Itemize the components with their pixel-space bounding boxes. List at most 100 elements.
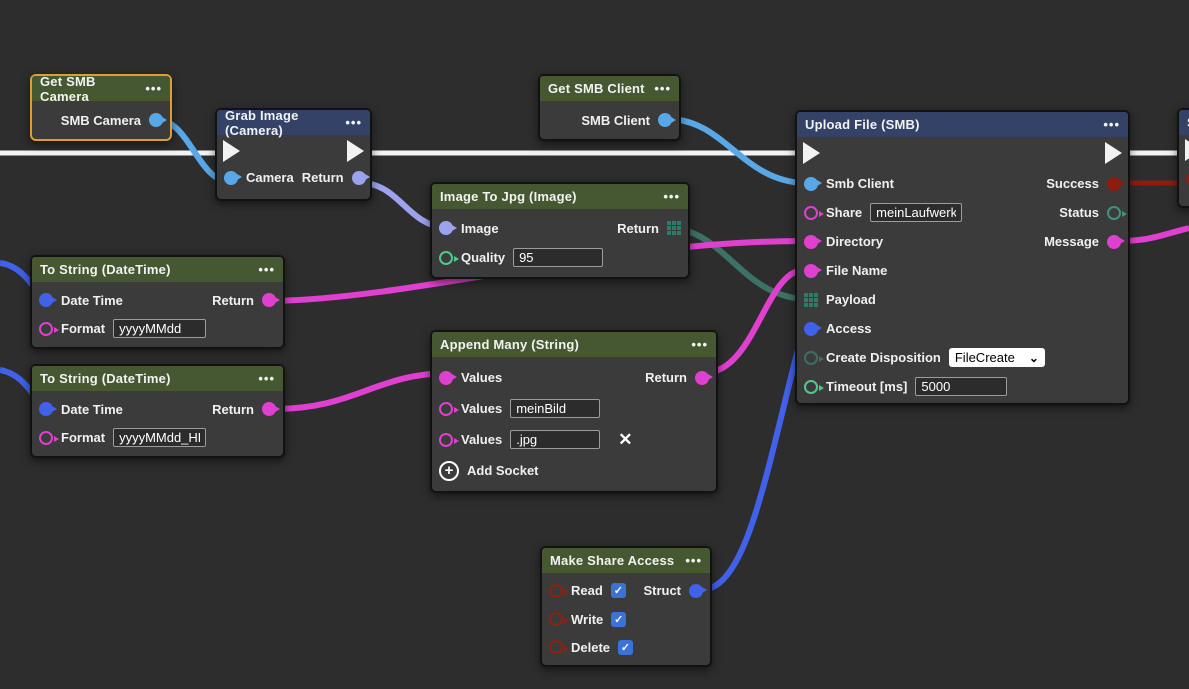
pin-struct-output[interactable] — [689, 583, 707, 598]
node-menu-icon[interactable]: ••• — [258, 262, 275, 277]
exec-in-pin[interactable] — [1185, 139, 1189, 161]
output-label-message: Message — [1044, 234, 1099, 249]
pin-format-input[interactable] — [39, 430, 59, 445]
exec-out-pin[interactable] — [1105, 142, 1122, 164]
pin-smb-camera-output[interactable] — [149, 113, 167, 127]
pin-values-input-3[interactable] — [439, 432, 459, 447]
node-header[interactable]: Make Share Access ••• — [542, 548, 710, 573]
input-label-access: Access — [826, 321, 872, 336]
timeout-field[interactable] — [915, 377, 1008, 396]
node-menu-icon[interactable]: ••• — [145, 81, 162, 96]
node-menu-icon[interactable]: ••• — [345, 115, 362, 130]
node-grab-image[interactable]: Grab Image (Camera) ••• Camera Return — [215, 108, 372, 201]
exec-in-pin[interactable] — [223, 140, 240, 162]
node-make-share-access[interactable]: Make Share Access ••• Read ✓ Struct Writ… — [540, 546, 712, 667]
node-menu-icon[interactable]: ••• — [691, 337, 708, 352]
pin-image-input[interactable] — [439, 221, 457, 236]
delete-checkbox[interactable]: ✓ — [618, 639, 634, 655]
pin-status-output[interactable] — [1107, 205, 1127, 220]
pin-message-output[interactable] — [1107, 234, 1125, 249]
node-get-smb-client[interactable]: Get SMB Client ••• SMB Client — [538, 74, 681, 141]
node-title: To String (DateTime) — [40, 262, 171, 277]
wire-struct-to-access[interactable] — [699, 329, 806, 594]
node-to-string-1[interactable]: To String (DateTime) ••• Date Time Retur… — [30, 255, 285, 349]
add-socket-label[interactable]: Add Socket — [467, 463, 539, 478]
values-field-2[interactable] — [510, 399, 601, 418]
pin-write-input[interactable] — [549, 612, 569, 626]
exec-in-pin[interactable] — [803, 142, 820, 164]
pin-date-time-input[interactable] — [39, 402, 57, 417]
add-socket-icon[interactable]: + — [439, 460, 459, 481]
input-label-timeout: Timeout [ms] — [826, 379, 908, 394]
pin-smb-client-input[interactable] — [804, 176, 822, 191]
format-field[interactable] — [113, 319, 207, 339]
node-get-smb-camera[interactable]: Get SMB Camera ••• SMB Camera — [30, 74, 172, 141]
read-checkbox[interactable]: ✓ — [610, 583, 626, 599]
node-menu-icon[interactable]: ••• — [258, 371, 275, 386]
input-label-share: Share — [826, 205, 863, 220]
values-field-3[interactable] — [510, 430, 601, 449]
pin-camera-input[interactable] — [224, 170, 242, 185]
pin-values-input-2[interactable] — [439, 401, 459, 416]
node-header[interactable]: Image To Jpg (Image) ••• — [432, 184, 688, 209]
write-checkbox[interactable]: ✓ — [611, 611, 627, 627]
node-header[interactable]: S — [1179, 110, 1189, 135]
input-label-values-2: Values — [461, 401, 503, 416]
pin-payload-grid-input[interactable] — [804, 292, 818, 307]
pin-return-output[interactable] — [351, 170, 370, 185]
node-title: Upload File (SMB) — [805, 117, 920, 132]
wire-message-offscreen[interactable] — [1119, 225, 1189, 244]
pin-smb-client-output[interactable] — [658, 113, 676, 127]
node-menu-icon[interactable]: ••• — [654, 81, 671, 96]
pin-create-disposition-input[interactable] — [804, 350, 824, 365]
node-header[interactable]: To String (DateTime) ••• — [32, 257, 283, 282]
node-menu-icon[interactable]: ••• — [663, 189, 680, 204]
pin-share-input[interactable] — [804, 205, 824, 220]
pin-values-input-1[interactable] — [439, 370, 457, 385]
node-partial-right[interactable]: S — [1177, 108, 1189, 208]
node-header[interactable]: Get SMB Camera ••• — [32, 74, 170, 104]
pin-return-output[interactable] — [262, 293, 280, 308]
node-header[interactable]: Grab Image (Camera) ••• — [217, 108, 370, 138]
output-label-smb-camera: SMB Camera — [60, 112, 141, 128]
pin-success-output[interactable] — [1107, 176, 1125, 191]
quality-field[interactable] — [513, 248, 604, 268]
node-header[interactable]: Append Many (String) ••• — [432, 332, 716, 357]
node-header[interactable]: Get SMB Client ••• — [540, 76, 679, 101]
remove-socket-icon[interactable]: ✕ — [618, 430, 633, 449]
pin-return-grid-output[interactable] — [667, 221, 681, 235]
pin-timeout-input[interactable] — [804, 379, 824, 394]
pin-return-output[interactable] — [262, 402, 280, 417]
node-image-to-jpg[interactable]: Image To Jpg (Image) ••• Image Return Qu… — [430, 182, 690, 279]
wire-tostring2-to-values[interactable] — [273, 370, 449, 412]
node-title: Image To Jpg (Image) — [440, 189, 577, 204]
wire-smbclient-to-smbclient[interactable] — [669, 116, 804, 186]
input-label-directory: Directory — [826, 234, 884, 249]
pin-directory-input[interactable] — [804, 234, 822, 249]
pin-return-output[interactable] — [695, 370, 713, 385]
exec-out-pin[interactable] — [347, 140, 364, 162]
node-header[interactable]: Upload File (SMB) ••• — [797, 112, 1128, 137]
pin-red-input[interactable] — [1186, 171, 1189, 186]
share-field[interactable] — [870, 203, 963, 222]
pin-file-name-input[interactable] — [804, 263, 822, 278]
pin-quality-input[interactable] — [439, 250, 459, 265]
node-menu-icon[interactable]: ••• — [685, 553, 702, 568]
chevron-down-icon: ⌄ — [1028, 350, 1039, 365]
node-append-many[interactable]: Append Many (String) ••• Values Return V… — [430, 330, 718, 493]
node-header[interactable]: To String (DateTime) ••• — [32, 366, 283, 391]
pin-read-input[interactable] — [549, 583, 569, 598]
pin-access-input[interactable] — [804, 321, 822, 336]
node-to-string-2[interactable]: To String (DateTime) ••• Date Time Retur… — [30, 364, 285, 458]
node-menu-icon[interactable]: ••• — [1103, 117, 1120, 132]
wire-appendreturn-to-filename[interactable] — [703, 267, 804, 376]
pin-date-time-input[interactable] — [39, 293, 57, 308]
pin-format-input[interactable] — [39, 321, 59, 336]
node-title: S — [1187, 115, 1189, 130]
node-upload-file[interactable]: Upload File (SMB) ••• Smb Client Success… — [795, 110, 1130, 405]
format-field[interactable] — [113, 428, 207, 448]
create-disposition-select[interactable]: FileCreate ⌄ — [948, 348, 1045, 367]
pin-delete-input[interactable] — [549, 640, 569, 655]
node-title: Append Many (String) — [440, 337, 580, 352]
